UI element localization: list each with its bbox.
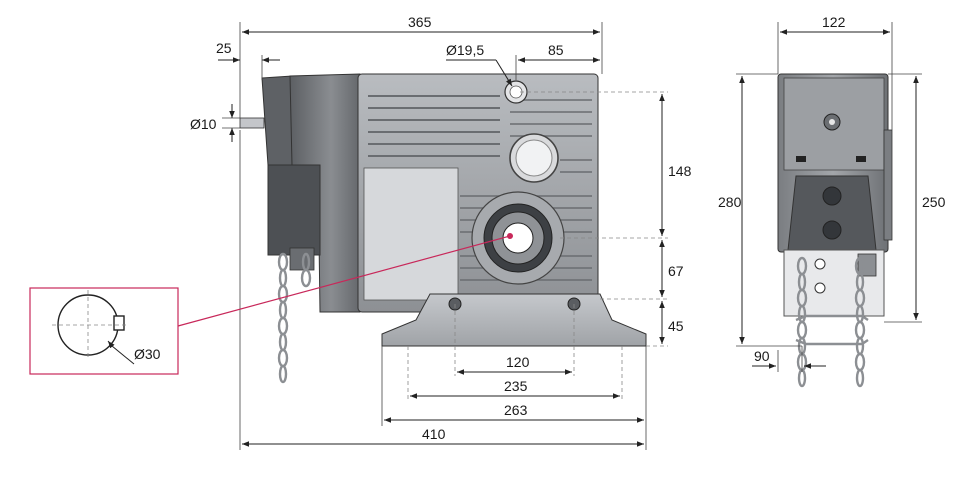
shaft bbox=[239, 117, 265, 129]
limit-screw-top bbox=[814, 258, 826, 270]
dim-250: 250 bbox=[922, 194, 946, 210]
dim-410: 410 bbox=[422, 426, 446, 442]
side-bolt-center bbox=[829, 119, 835, 125]
label-plate bbox=[363, 167, 459, 301]
hand-chain bbox=[277, 252, 312, 384]
side-flange-right bbox=[883, 129, 893, 241]
keyway bbox=[113, 315, 125, 331]
dim-120: 120 bbox=[506, 354, 530, 370]
side-slot-right bbox=[856, 156, 866, 162]
front-dimensions: 365 25 Ø19,5 85 Ø10 148 67 45 bbox=[190, 14, 692, 450]
side-port-lower bbox=[822, 220, 842, 240]
side-slot-left bbox=[796, 156, 806, 162]
dim-365: 365 bbox=[408, 14, 432, 30]
dim-25: 25 bbox=[216, 40, 232, 56]
dim-122: 122 bbox=[822, 14, 846, 30]
dim-90: 90 bbox=[754, 348, 770, 364]
gearbox-side bbox=[267, 164, 321, 256]
limit-screw-bottom bbox=[814, 282, 826, 294]
cooling-fins bbox=[368, 95, 500, 157]
dim-shaft-diameter: Ø10 bbox=[190, 116, 217, 132]
dim-45: 45 bbox=[668, 318, 684, 334]
dim-263: 263 bbox=[504, 402, 528, 418]
side-view bbox=[777, 73, 893, 388]
dim-235: 235 bbox=[504, 378, 528, 394]
dim-148: 148 bbox=[668, 163, 692, 179]
motor-end-cap bbox=[261, 75, 293, 166]
dim-67: 67 bbox=[668, 263, 684, 279]
output-bore bbox=[502, 222, 534, 254]
front-view bbox=[239, 73, 647, 384]
dim-bore-diameter: Ø30 bbox=[134, 346, 161, 362]
dim-280: 280 bbox=[718, 194, 742, 210]
bore-detail-callout: Ø30 bbox=[29, 233, 513, 375]
side-port-upper bbox=[822, 186, 842, 206]
dim-85: 85 bbox=[548, 42, 564, 58]
side-dimensions: 122 280 250 90 bbox=[718, 14, 946, 372]
dim-hole-diameter: Ø19,5 bbox=[446, 42, 484, 58]
inspection-window-glass bbox=[515, 139, 553, 177]
